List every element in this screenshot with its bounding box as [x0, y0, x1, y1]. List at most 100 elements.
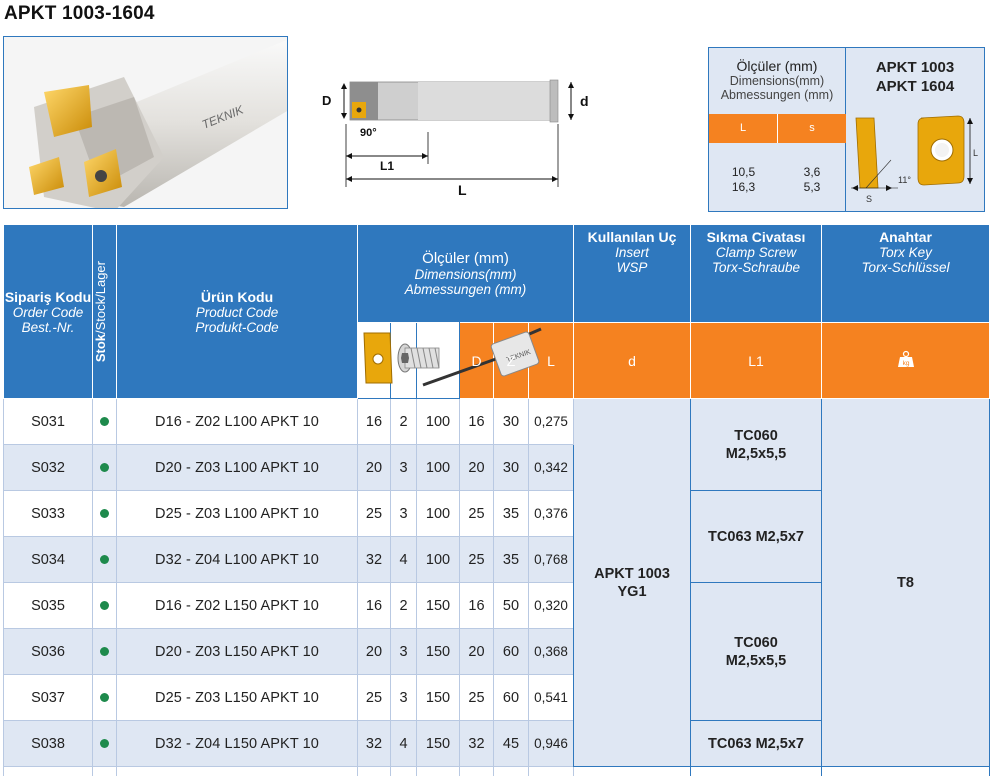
order-code-cell: S035 — [3, 582, 93, 629]
key-image-cell: TEKNIK — [416, 322, 542, 399]
order-code-cell: S036 — [3, 628, 93, 675]
product-code-cell: D16 - Z02 L100 APKT 10 — [116, 398, 358, 445]
stock-cell — [92, 398, 117, 445]
tool-dimension-drawing: D d 90° L1 L — [318, 72, 598, 202]
key-cell-t8: T8 — [821, 398, 991, 767]
insert-cell-apkt1604: APKT 1604 YG1 — [573, 766, 692, 776]
dim-cell-kg: 0,320 — [527, 582, 575, 629]
dim-cell-Z: 3 — [390, 628, 417, 675]
insert-header: Kullanılan Uç Insert WSP — [573, 224, 692, 323]
order-code-cell: S046 — [3, 766, 93, 776]
table-row: S046D40 - Z04 L120 APKT 1640412025450,51… — [3, 766, 991, 776]
insert-dimensions-panel: Ölçüler (mm) Dimensions(mm) Abmessungen … — [709, 48, 846, 211]
dim-cell-d: 25 — [459, 674, 494, 721]
product-photo: TEKNIK — [3, 36, 288, 209]
dims-col-L: L — [709, 114, 778, 143]
dim-cell-L: 100 — [416, 490, 460, 537]
dim-cell-d: 20 — [459, 628, 494, 675]
dim-cell-kg: 0,768 — [527, 536, 575, 583]
order-code-header: Sipariş Kodu Order Code Best.-Nr. — [3, 224, 93, 399]
end-mill-photo-image: TEKNIK — [4, 37, 287, 208]
dim-cell-L1: 45 — [493, 720, 529, 767]
stock-cell — [92, 720, 117, 767]
in-stock-dot-icon — [100, 416, 109, 426]
stock-cell — [92, 674, 117, 721]
col-L1: L1 — [690, 322, 823, 399]
dim-cell-Z: 3 — [390, 674, 417, 721]
stock-header: Stok/Stock/Lager — [92, 224, 117, 399]
dimension-columns-row: D Z L d L1 kg — [4, 322, 991, 399]
product-code-cell: D16 - Z02 L150 APKT 10 — [116, 582, 358, 629]
order-code-cell: S033 — [3, 490, 93, 537]
order-code-cell: S031 — [3, 398, 93, 445]
dim-cell-d: 32 — [459, 720, 494, 767]
product-code-cell: D40 - Z04 L120 APKT 16 — [116, 766, 358, 776]
dim-cell-kg: 0,368 — [527, 628, 575, 675]
insert-dimensions-header: Ölçüler (mm) Dimensions(mm) Abmessungen … — [709, 48, 845, 114]
dims-header-tr: Ölçüler (mm) — [736, 58, 818, 74]
dim-cell-Z: 3 — [390, 444, 417, 491]
drawing-label-angle: 90° — [360, 127, 377, 139]
stock-cell — [92, 766, 117, 776]
insert-image-cell — [357, 322, 393, 399]
key-header: Anahtar Torx Key Torx-Schlüssel — [821, 224, 991, 323]
svg-text:kg: kg — [902, 360, 909, 367]
weight-icon: kg — [897, 350, 914, 367]
dim-cell-L: 100 — [416, 398, 460, 445]
product-code-cell: D20 - Z03 L100 APKT 10 — [116, 444, 358, 491]
dim-cell-L1: 50 — [493, 582, 529, 629]
drawing-label-L1: L1 — [380, 159, 394, 173]
dim-cell-L1: 35 — [493, 490, 529, 537]
stock-cell — [92, 536, 117, 583]
stock-cell — [92, 490, 117, 537]
insert-icon — [363, 332, 393, 384]
dim-cell-L: 150 — [416, 720, 460, 767]
dim-cell-d: 20 — [459, 444, 494, 491]
screw-cell-4: TC063 M2,5x7 — [690, 720, 823, 767]
dim-cell-L1: 35 — [493, 536, 529, 583]
order-code-cell: S034 — [3, 536, 93, 583]
product-code-cell: D32 - Z04 L150 APKT 10 — [116, 720, 358, 767]
product-table: Sipariş Kodu Order Code Best.-Nr. Stok/S… — [3, 224, 991, 776]
col-d: d — [573, 322, 692, 399]
in-stock-dot-icon — [100, 554, 109, 564]
drawing-label-D: D — [322, 93, 331, 108]
dim-cell-L: 120 — [416, 766, 460, 776]
dim-cell-D: 20 — [357, 628, 391, 675]
insert-dimensions-box: Ölçüler (mm) Dimensions(mm) Abmessungen … — [708, 47, 985, 212]
order-code-cell: S037 — [3, 674, 93, 721]
in-stock-dot-icon — [100, 462, 109, 472]
dim-cell-D: 20 — [357, 444, 391, 491]
dim-cell-d: 25 — [459, 536, 494, 583]
dim-cell-L: 150 — [416, 582, 460, 629]
dim-cell-D: 40 — [357, 766, 391, 776]
dim-cell-L1: 30 — [493, 444, 529, 491]
dim-cell-kg: 0,541 — [527, 674, 575, 721]
dim-cell-D: 16 — [357, 398, 391, 445]
dim-cell-d: 25 — [459, 490, 494, 537]
dim-cell-L1: 30 — [493, 398, 529, 445]
screw-cell-2: TC063 M2,5x7 — [690, 490, 823, 583]
in-stock-dot-icon — [100, 692, 109, 702]
product-code-cell: D25 - Z03 L100 APKT 10 — [116, 490, 358, 537]
order-code-cell: S032 — [3, 444, 93, 491]
insert-label-angle: 11° — [898, 175, 911, 185]
screw-header: Sıkma Civatası Clamp Screw Torx-Schraube — [690, 224, 823, 323]
dim-cell-Z: 4 — [390, 536, 417, 583]
product-code-cell: D20 - Z03 L150 APKT 10 — [116, 628, 358, 675]
dim-cell-D: 32 — [357, 720, 391, 767]
key-cell-t15: T15 — [821, 766, 991, 776]
stock-cell — [92, 582, 117, 629]
